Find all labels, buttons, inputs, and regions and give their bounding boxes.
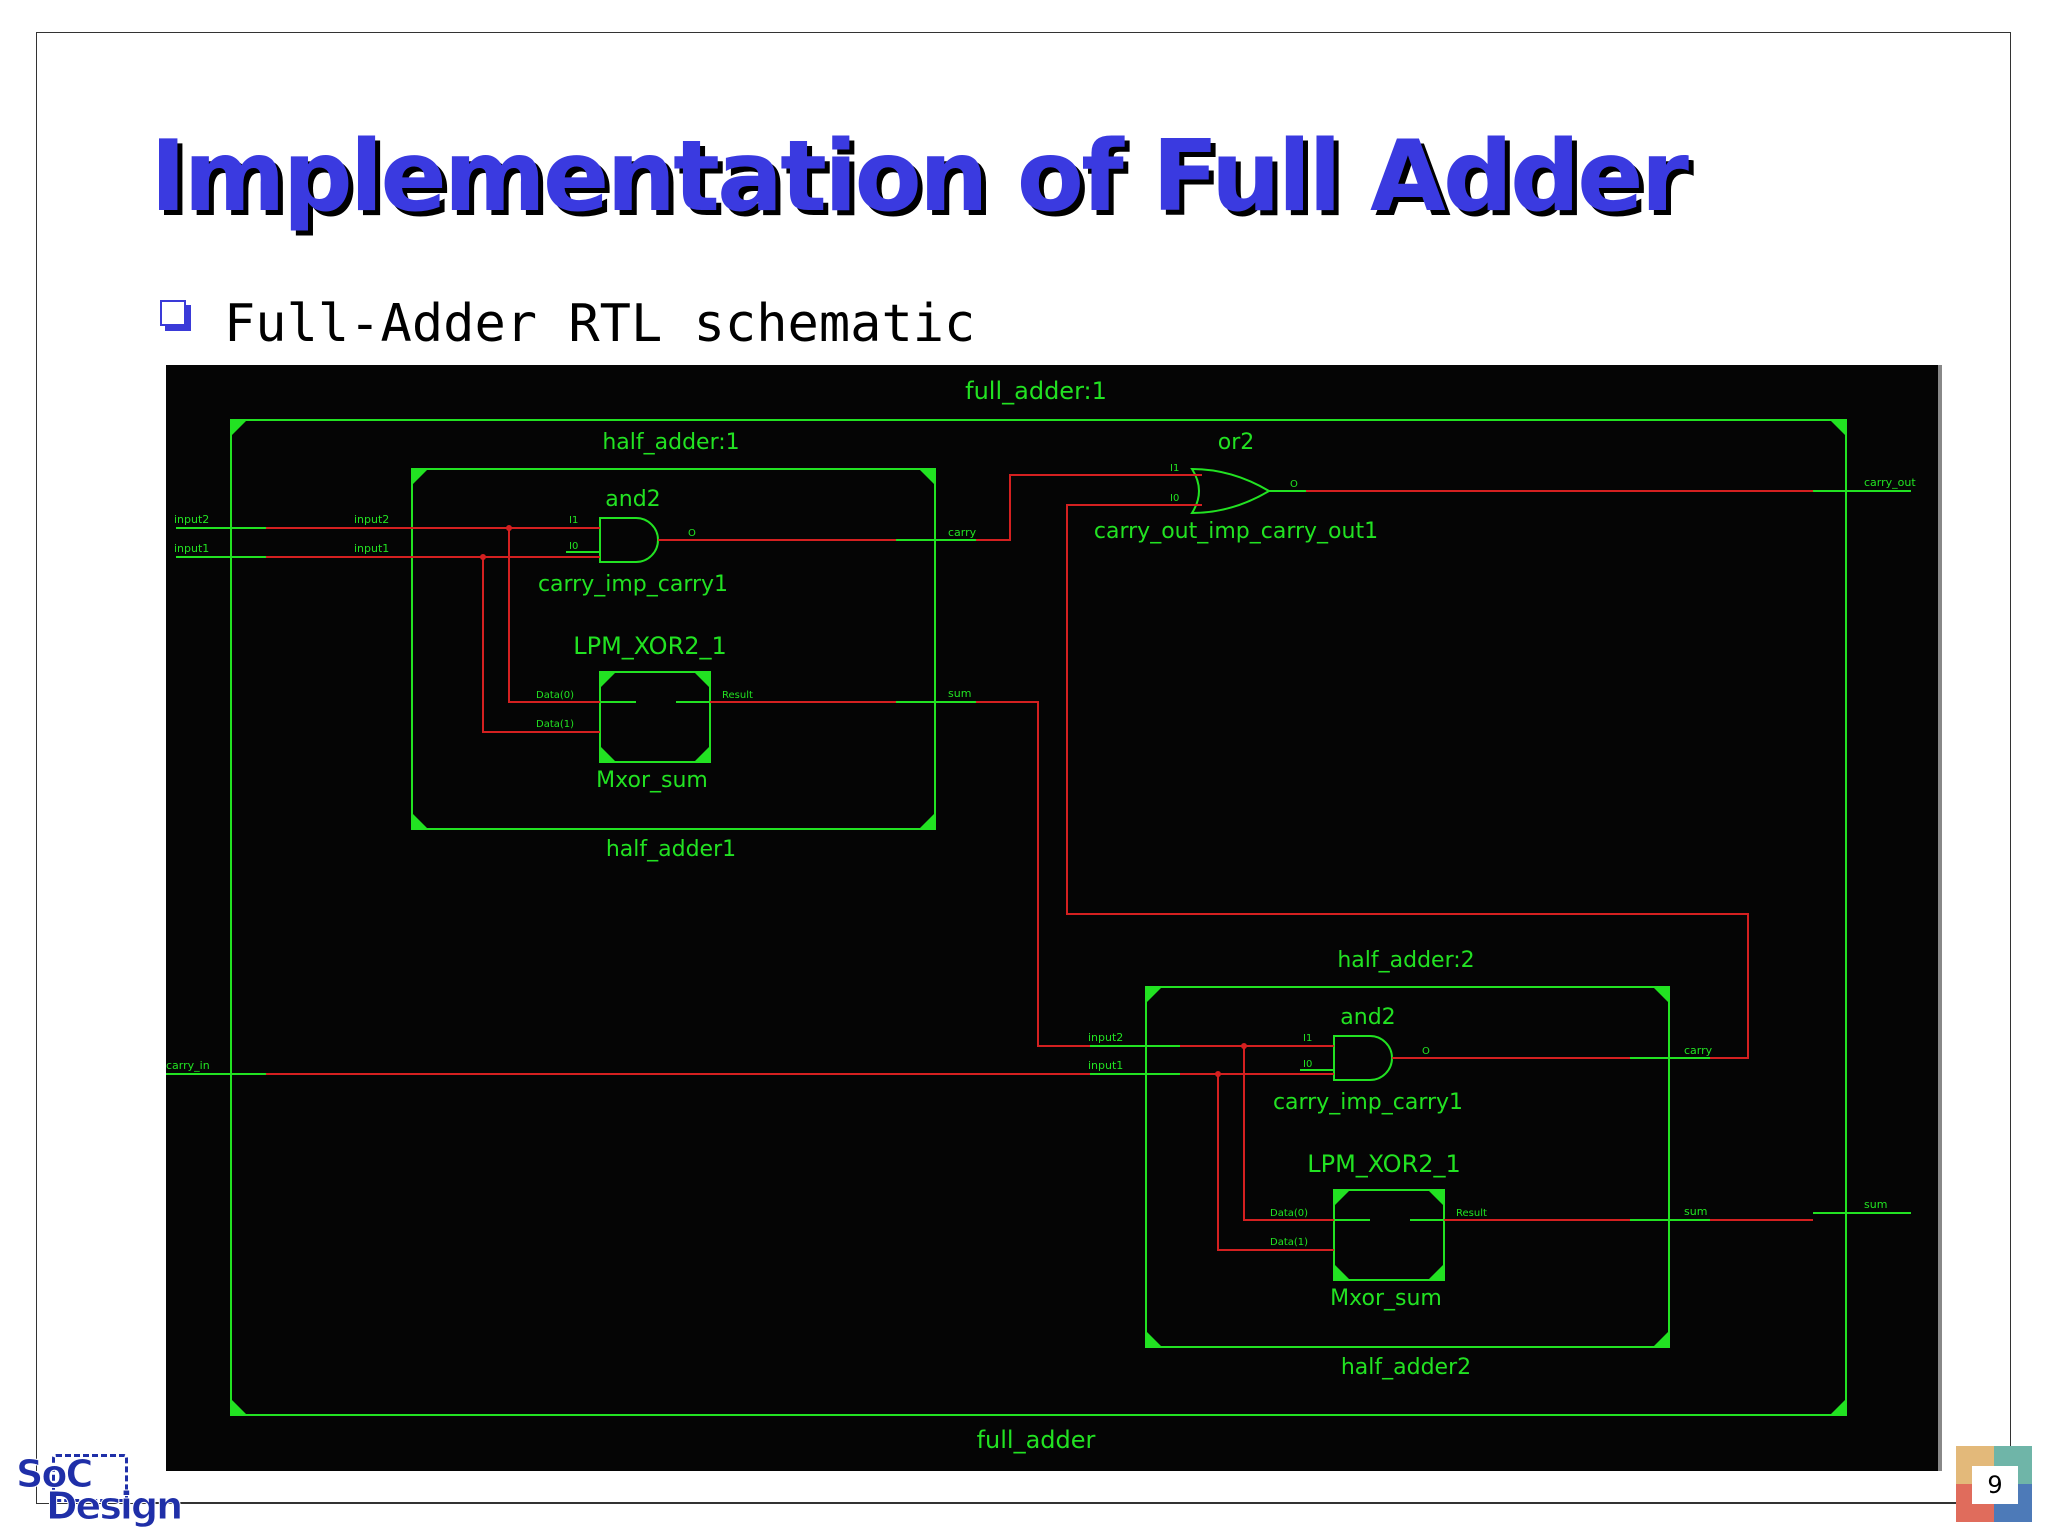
port-input2-label: input2 [174, 513, 209, 526]
ha1-port-sum: sum [948, 687, 971, 700]
or2-o: O [1290, 479, 1298, 490]
ha1-port-carry: carry [948, 526, 977, 539]
ha1-xor-d0: Data(0) [536, 690, 574, 701]
ha1-port-input2: input2 [354, 513, 389, 526]
half-adder-1-block [411, 468, 936, 830]
ha2-xor-name: Mxor_sum [1330, 1286, 1442, 1311]
ha2-and2-type: and2 [1340, 1005, 1395, 1030]
full-adder-name-label: full_adder [977, 1426, 1096, 1454]
ha1-xor-name: Mxor_sum [596, 768, 708, 793]
ha1-and2-i0: I0 [569, 541, 578, 552]
ha2-and2-name: carry_imp_carry1 [1273, 1090, 1463, 1115]
or2-type: or2 [1218, 430, 1255, 455]
full-adder-instance-label: full_adder:1 [965, 377, 1107, 405]
ha2-and2-i1: I1 [1303, 1033, 1312, 1044]
ha2-port-input1: input1 [1088, 1059, 1123, 1072]
rtl-schematic: .g { stroke: #22e222; stroke-width: 2; f… [166, 365, 1942, 1471]
or2-name: carry_out_imp_carry_out1 [1094, 519, 1378, 544]
logo-text-soc: SoC [15, 1452, 93, 1497]
ha1-xor-result: Result [722, 690, 753, 701]
checkbox-bullet-icon [160, 300, 186, 326]
ha2-name-label: half_adder2 [1341, 1355, 1471, 1380]
ha2-port-sum: sum [1684, 1205, 1707, 1218]
port-carry-out-label: carry_out [1864, 476, 1916, 489]
ha1-xor-d1: Data(1) [536, 719, 574, 730]
ha2-xor-d1: Data(1) [1270, 1237, 1308, 1248]
ha2-xor-result: Result [1456, 1208, 1487, 1219]
ha1-and2-i1: I1 [569, 515, 578, 526]
ha1-name-label: half_adder1 [606, 837, 736, 862]
ha2-xor-type: LPM_XOR2_1 [1307, 1150, 1461, 1178]
ha1-and2-type: and2 [605, 487, 660, 512]
full-adder-block [230, 419, 1847, 1416]
ha1-and2-name: carry_imp_carry1 [538, 572, 728, 597]
ha2-xor-block [1333, 1189, 1445, 1281]
half-adder-2-block [1145, 986, 1670, 1348]
ha2-and2-i0: I0 [1303, 1059, 1312, 1070]
chip-outline-icon [52, 1454, 128, 1502]
port-carry-in-label: carry_in [166, 1059, 210, 1072]
schematic-canvas: .g { stroke: #22e222; stroke-width: 2; f… [166, 377, 1916, 1454]
ha1-instance-label: half_adder:1 [602, 430, 739, 455]
slide-title: Implementation of Full Adder [150, 120, 1689, 234]
soc-design-logo: SoC Design [14, 1448, 183, 1529]
ha1-xor-block [599, 671, 711, 763]
ha1-xor-type: LPM_XOR2_1 [573, 632, 727, 660]
ha2-and2-o: O [1422, 1046, 1430, 1057]
ha1-and2-o: O [688, 528, 696, 539]
port-sum-label: sum [1864, 1198, 1887, 1211]
ha2-port-input2: input2 [1088, 1031, 1123, 1044]
ha2-instance-label: half_adder:2 [1337, 948, 1474, 973]
bullet-text: Full-Adder RTL schematic [224, 294, 976, 354]
footer-rule [150, 1502, 1960, 1504]
port-input1-label: input1 [174, 542, 209, 555]
ha2-xor-d0: Data(0) [1270, 1208, 1308, 1219]
or2-i0: I0 [1170, 493, 1179, 504]
or2-i1: I1 [1170, 463, 1179, 474]
logo-text-design: Design [45, 1484, 183, 1529]
ha1-port-input1: input1 [354, 542, 389, 555]
ha2-port-carry: carry [1684, 1044, 1713, 1057]
page-number: 9 [1972, 1466, 2018, 1504]
